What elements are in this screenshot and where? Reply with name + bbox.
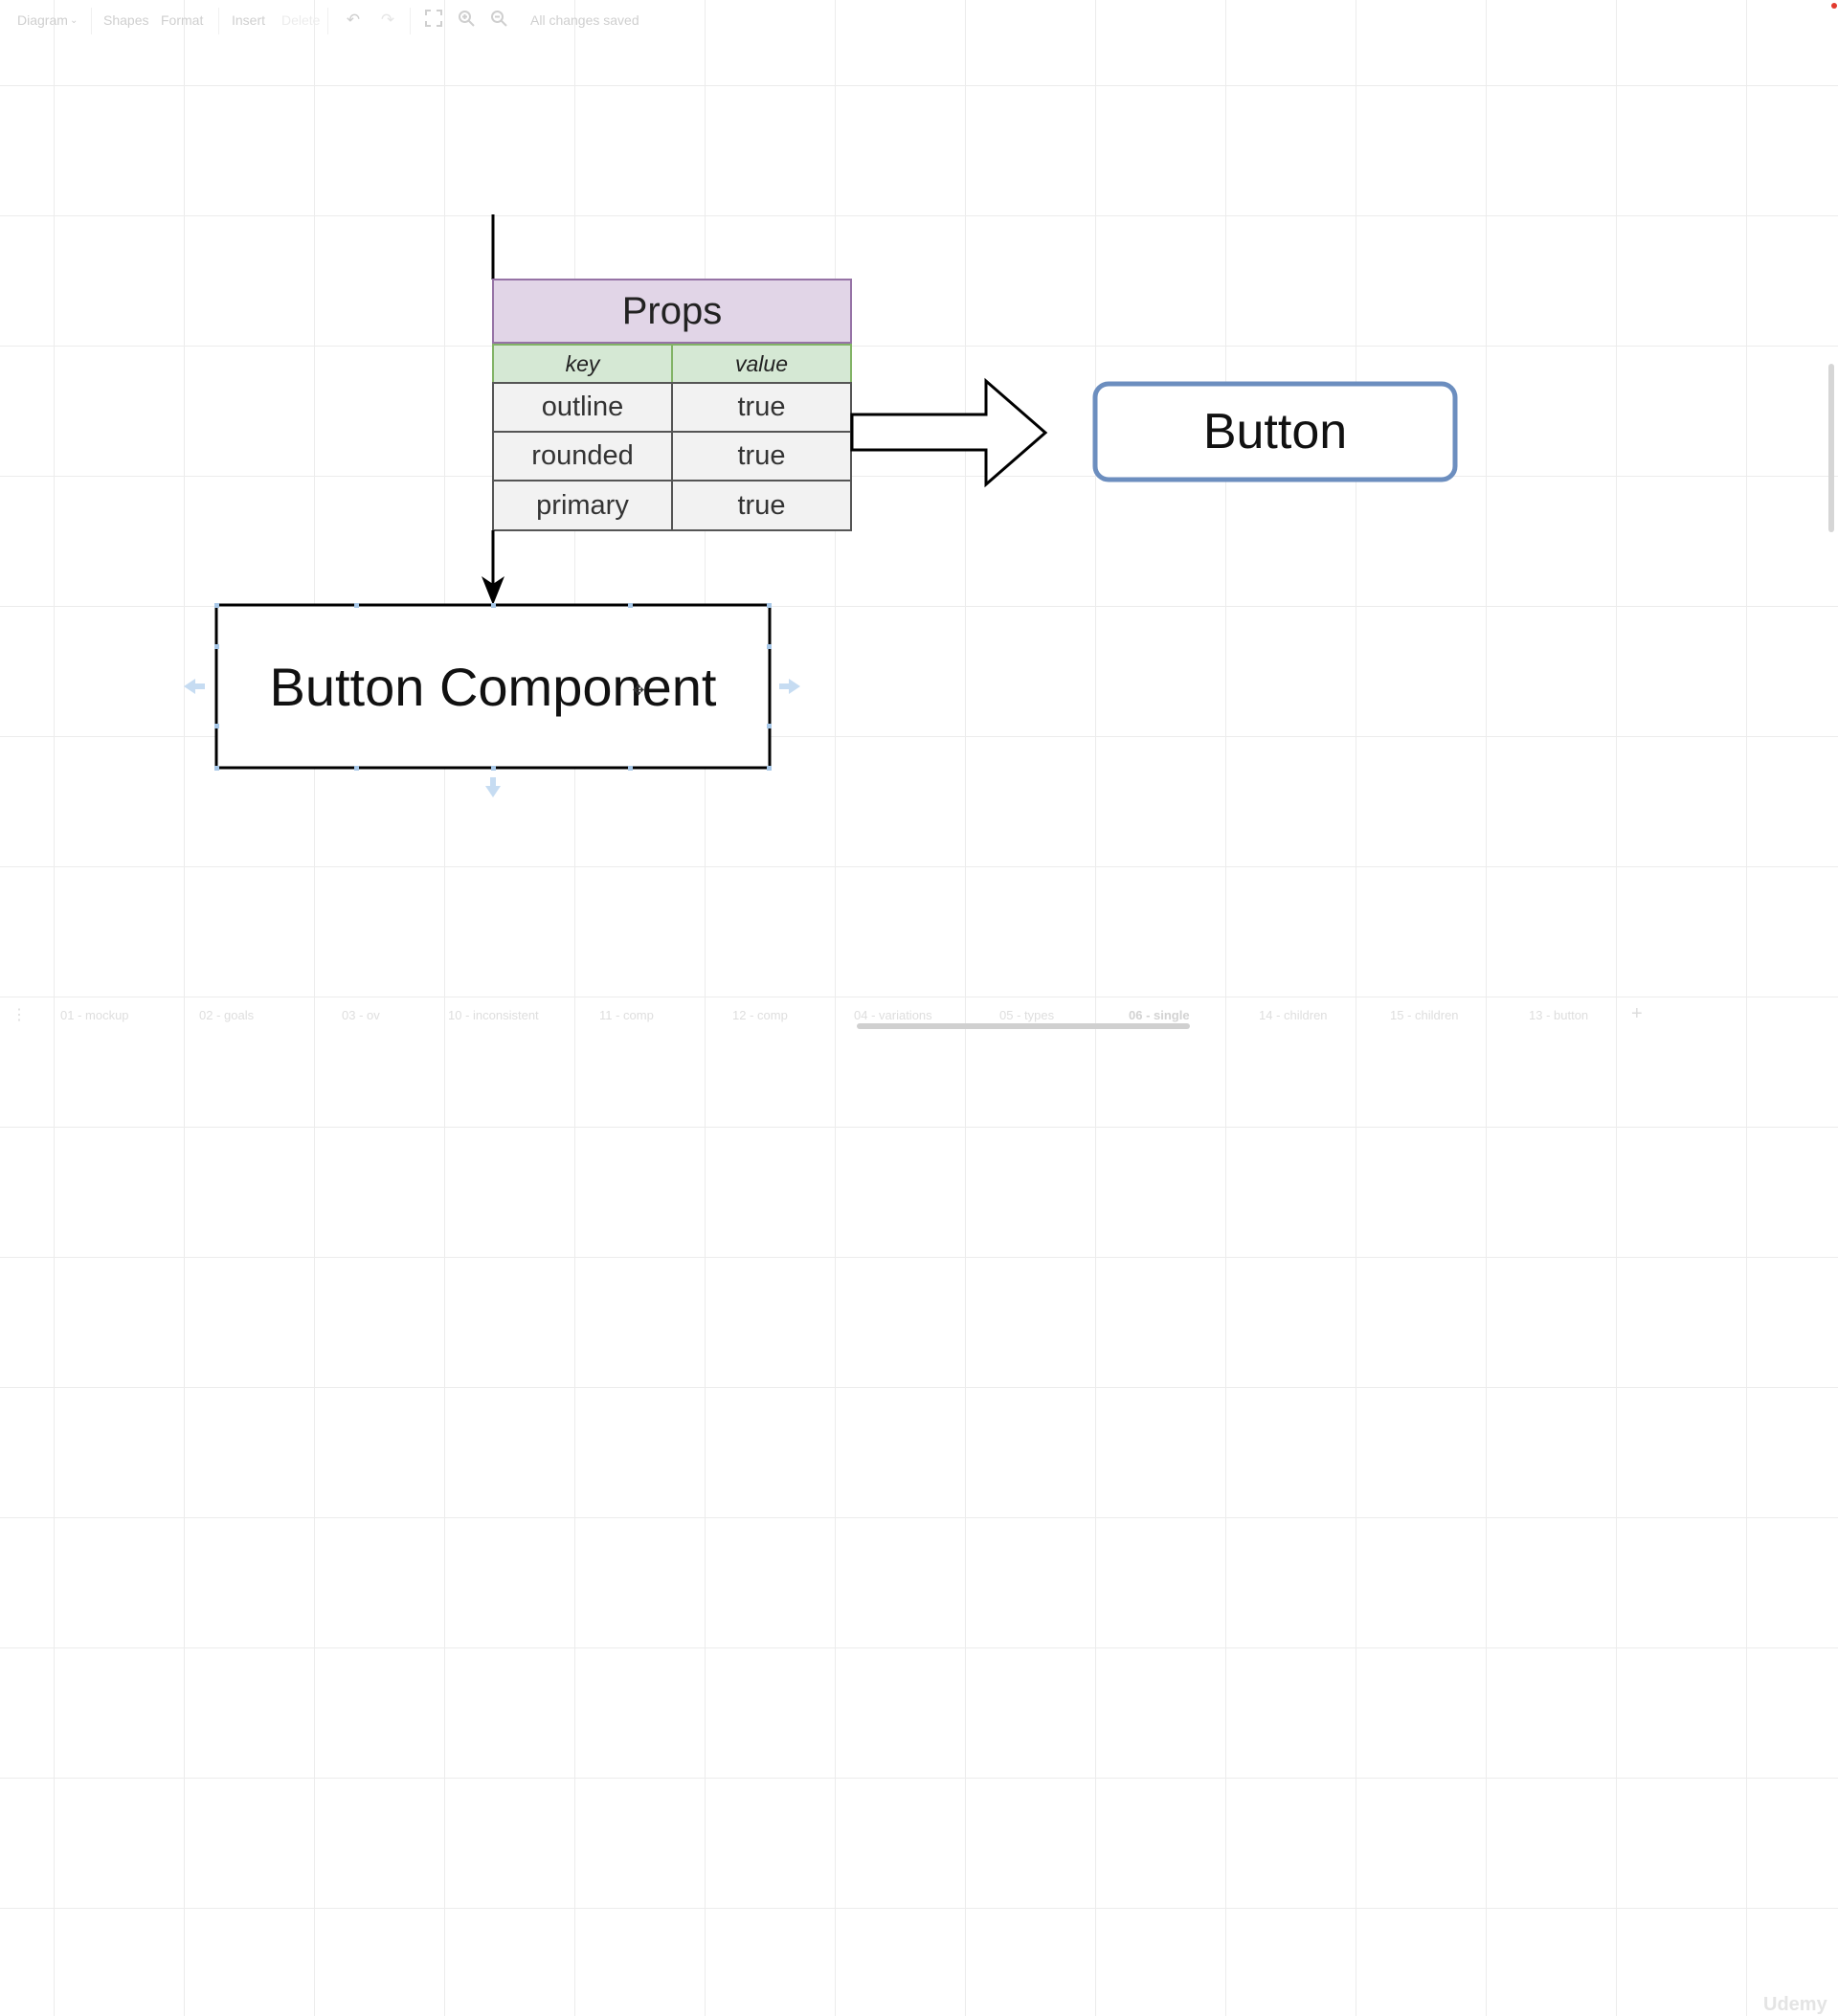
format-button[interactable]: Format <box>161 12 204 28</box>
table-cell[interactable] <box>671 382 852 433</box>
prop-value: true <box>737 392 786 422</box>
prop-value: true <box>737 440 786 471</box>
vertical-scrollbar[interactable] <box>1828 364 1834 532</box>
page-tab[interactable]: 04 - variations <box>854 1008 932 1022</box>
prop-key: outline <box>541 392 624 422</box>
page-tab[interactable]: 01 - mockup <box>60 1008 129 1022</box>
diagram-menu[interactable]: Diagram <box>17 12 68 28</box>
page-tab[interactable]: 14 - children <box>1259 1008 1328 1022</box>
resize-handle <box>491 766 496 771</box>
resize-handle <box>214 644 219 649</box>
props-title: Props <box>621 289 723 332</box>
button-shape[interactable] <box>1092 381 1458 482</box>
resize-handle <box>214 603 219 608</box>
shapes-button[interactable]: Shapes <box>103 12 149 28</box>
arrowhead <box>482 576 504 605</box>
resize-handle <box>354 766 359 771</box>
button-component-label: Button Component <box>269 656 717 717</box>
button-label: Button <box>1202 404 1348 459</box>
page-tab[interactable]: 11 - comp <box>599 1008 654 1022</box>
prop-key: rounded <box>531 440 634 471</box>
resize-handle <box>628 766 633 771</box>
page-tab[interactable]: 12 - comp <box>732 1008 788 1022</box>
diagram-canvas[interactable] <box>0 0 1838 1034</box>
resize-handle <box>767 724 772 728</box>
prop-key: primary <box>536 489 629 521</box>
resize-handle <box>214 766 219 771</box>
toolbar-divider <box>91 8 92 34</box>
page-tab-active[interactable]: 06 - single <box>1129 1008 1190 1022</box>
delete-button[interactable]: Delete <box>281 12 321 28</box>
fullscreen-icon[interactable] <box>423 10 444 31</box>
resize-handle <box>354 603 359 608</box>
redo-icon[interactable]: ↷ <box>380 11 395 29</box>
udemy-watermark: Udemy <box>1763 1994 1827 2015</box>
page-tab[interactable]: 15 - children <box>1390 1008 1459 1022</box>
connect-left-arrow-icon[interactable] <box>184 679 205 694</box>
resize-handle <box>214 724 219 728</box>
table-cell[interactable] <box>492 480 673 531</box>
resize-handle <box>767 603 772 608</box>
toolbar-divider <box>410 8 411 34</box>
prop-value: true <box>737 489 786 521</box>
table-cell[interactable] <box>492 431 673 482</box>
page-tab[interactable]: 10 - inconsistent <box>448 1008 539 1022</box>
header-value: value <box>735 350 788 376</box>
zoom-in-icon[interactable] <box>456 10 477 31</box>
save-status: All changes saved <box>530 12 639 28</box>
props-title-cell[interactable] <box>492 279 852 344</box>
header-key: key <box>565 350 600 376</box>
connect-down-arrow-icon[interactable] <box>485 777 501 797</box>
page-tab[interactable]: 03 - ov <box>342 1008 380 1022</box>
toolbar-divider <box>218 8 219 34</box>
horizontal-scrollbar[interactable] <box>857 1023 1190 1029</box>
zoom-out-icon[interactable] <box>488 10 509 31</box>
toolbar: Diagram ⌄ Shapes Format Insert Delete ↶ … <box>0 0 1838 44</box>
connect-right-arrow-icon[interactable] <box>779 679 800 694</box>
toolbar-divider <box>327 8 328 34</box>
undo-icon[interactable]: ↶ <box>346 11 361 29</box>
resize-handle <box>491 603 496 608</box>
table-cell[interactable] <box>671 480 852 531</box>
table-cell[interactable] <box>671 431 852 482</box>
status-dot <box>1831 3 1837 9</box>
insert-button[interactable]: Insert <box>232 12 266 28</box>
table-cell[interactable] <box>492 382 673 433</box>
more-vertical-icon[interactable]: ⋮ <box>11 1007 27 1023</box>
move-cursor-icon: ✥ <box>632 683 645 699</box>
resize-handle <box>767 766 772 771</box>
page-tab[interactable]: 13 - button <box>1529 1008 1589 1022</box>
selection-handles[interactable] <box>214 603 772 771</box>
button-component-shape[interactable] <box>214 603 772 770</box>
page-tab[interactable]: 02 - goals <box>199 1008 255 1022</box>
block-arrow[interactable] <box>850 377 1048 488</box>
page-tabs-bar: ⋮ 01 - mockup 02 - goals 03 - ov 10 - in… <box>0 994 1838 2015</box>
resize-handle <box>628 603 633 608</box>
plus-icon[interactable]: + <box>1631 1003 1643 1024</box>
resize-handle <box>767 644 772 649</box>
chevron-down-icon[interactable]: ⌄ <box>70 15 78 26</box>
page-tab[interactable]: 05 - types <box>999 1008 1055 1022</box>
